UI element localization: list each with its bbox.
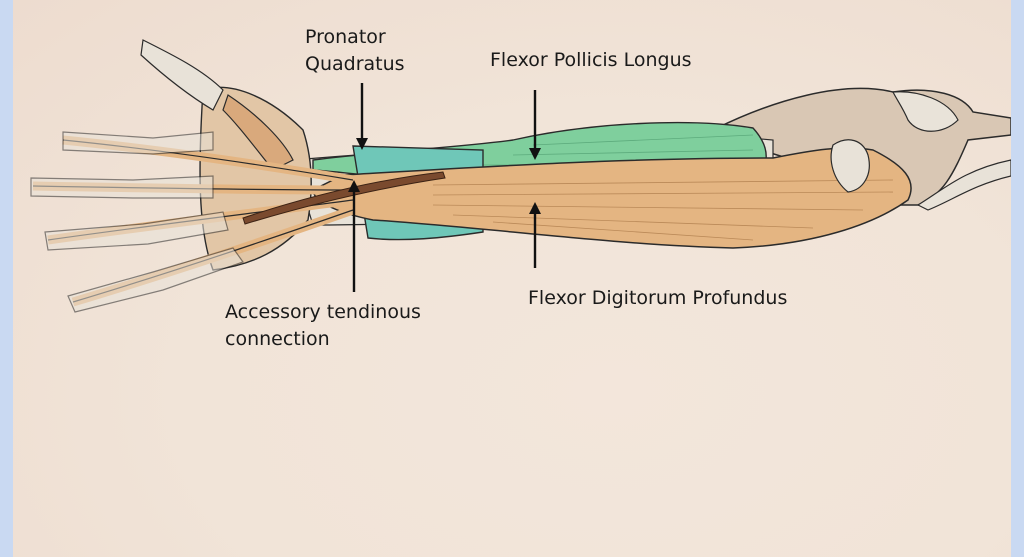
carpal-bones	[140, 39, 312, 271]
label-flexor-digitorum-profundus: Flexor Digitorum Profundus	[528, 287, 788, 309]
accessory-tendon	[242, 171, 446, 225]
fdp-fibers	[432, 179, 894, 241]
illustration-frame: Pronator Quadratus Flexor Pollicis Longu…	[13, 0, 1011, 557]
pointer-lines	[352, 83, 537, 292]
label-accessory-tendinous-connection: Accessory tendinous connection	[225, 301, 421, 350]
pointer-arrowheads	[348, 138, 541, 214]
fdp-muscle	[312, 147, 912, 249]
label-flexor-pollicis-longus: Flexor Pollicis Longus	[490, 49, 692, 71]
epicondyle-bone	[830, 139, 870, 193]
phalanges	[30, 131, 244, 313]
label-pronator-quadratus: Pronator Quadratus	[305, 26, 405, 75]
forearm-anatomy-illustration	[30, 39, 1011, 313]
